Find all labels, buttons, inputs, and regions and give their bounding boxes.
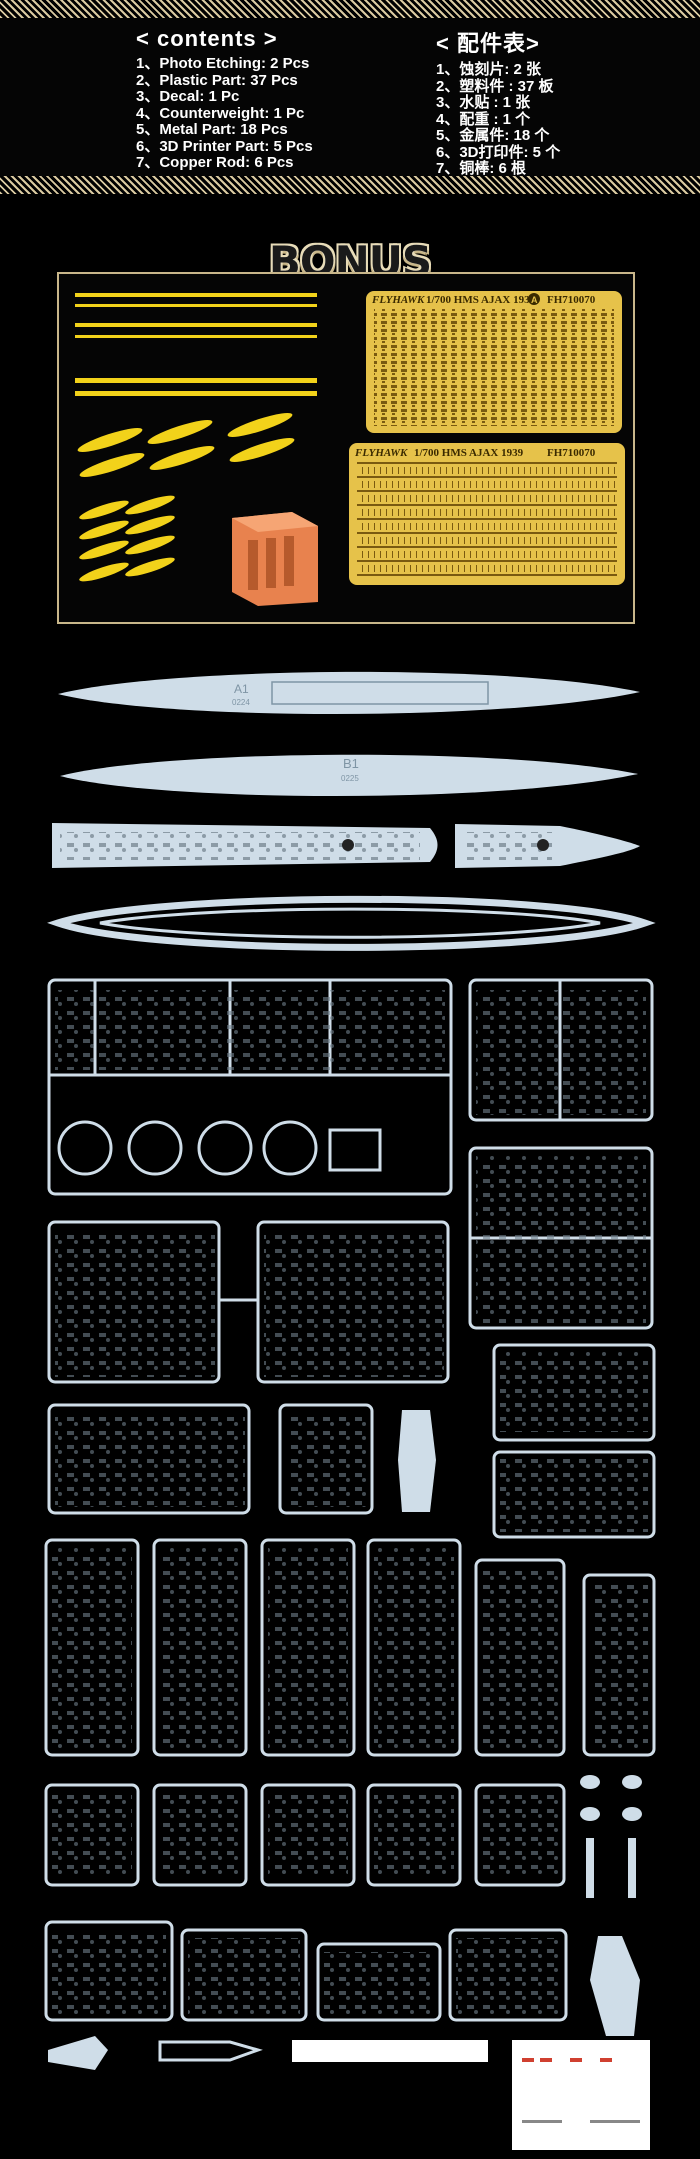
contents-header: < contents > 1、Photo Etching: 2 Pcs 2、Pl…	[0, 0, 700, 194]
contents-item: 7、Copper Rod: 6 Pcs	[136, 154, 294, 171]
pe-title: 1/700 HMS AJAX 1939	[426, 294, 536, 306]
sprue-parts	[188, 1938, 300, 2014]
metal-parts	[77, 413, 295, 582]
sprue-parts	[456, 1938, 560, 2014]
sprue-parts	[268, 1793, 348, 1879]
pe-badge: A	[531, 295, 538, 305]
sprue-parts	[500, 1458, 648, 1532]
sprue-parts	[55, 1232, 215, 1377]
sprue-parts	[52, 1548, 132, 1748]
contents-title-chinese: < 配件表>	[436, 31, 540, 56]
sprue-parts	[160, 1793, 240, 1879]
sprue-parts	[286, 1412, 368, 1507]
sprue-parts	[374, 1548, 454, 1748]
sprue-parts	[52, 1930, 166, 2014]
sprue-frame	[44, 1783, 566, 1887]
sprue-parts	[476, 990, 646, 1115]
pe-code: FH710070	[547, 447, 596, 459]
sprue-parts	[160, 1548, 240, 1748]
contents-list-chinese: < 配件表> 1、蚀刻片: 2 张 2、塑料件 : 37 板 3、水贴 : 1 …	[436, 26, 560, 178]
pe-brand: FLYHAWK	[354, 447, 408, 459]
contents-item: 2、Plastic Part: 37 Pcs	[136, 71, 298, 89]
photo-etch-sheet-b: FLYHAWK 1/700 HMS AJAX 1939 FH710070	[349, 443, 625, 585]
hull-label: B1	[343, 756, 359, 771]
header-stripe-top	[0, 0, 700, 18]
copper-rods	[75, 293, 317, 396]
decal-sheet	[512, 2040, 650, 2150]
bottom-parts	[48, 2036, 650, 2150]
header-stripe-bottom	[0, 176, 700, 194]
hull-frame-part	[46, 895, 656, 951]
sprue-parts	[324, 1952, 434, 2014]
sprue-parts	[476, 1155, 646, 1323]
superstructure-part	[398, 1410, 436, 1512]
contents-title-english: < contents >	[136, 26, 278, 51]
deck-parts	[52, 823, 640, 868]
sprue-frame	[47, 1220, 450, 1384]
sprue-frame	[44, 1538, 656, 1757]
sprue-parts	[482, 1793, 558, 1879]
funnel-part	[590, 1936, 640, 2036]
sprue-parts	[52, 1793, 132, 1879]
contents-item: 6、3D打印件: 5 个	[436, 143, 561, 161]
hull-number: 0224	[232, 698, 250, 707]
pe-title: 1/700 HMS AJAX 1939	[414, 447, 524, 459]
sprue-parts	[374, 1793, 454, 1879]
sprue-frame	[44, 1920, 568, 2022]
sprue-parts	[264, 1232, 444, 1377]
sprue-parts	[55, 1412, 245, 1507]
contents-list-english: < contents > 1、Photo Etching: 2 Pcs 2、Pl…	[136, 26, 313, 172]
metal-fittings	[580, 1775, 642, 1898]
contents-item: 3、Decal: 1 Pc	[136, 88, 240, 105]
contents-item: 5、Metal Part: 18 Pcs	[136, 121, 288, 138]
contents-item: 4、配重 : 1 个	[436, 110, 531, 128]
sprue-parts	[268, 1548, 348, 1748]
counterweight-part	[292, 2040, 488, 2062]
contents-item: 5、金属件: 18 个	[436, 127, 550, 144]
hull-part-b1: B1 0225	[60, 754, 638, 796]
3d-printed-part	[232, 512, 318, 606]
contents-item: 4、Counterweight: 1 Pc	[136, 104, 305, 122]
hull-label: A1	[234, 682, 249, 696]
photo-etch-sheet-a: FLYHAWK 1/700 HMS AJAX 1939 A FH710070	[366, 291, 622, 433]
contents-item: 7、铜棒: 6 根	[436, 160, 527, 177]
contents-item: 6、3D Printer Part: 5 Pcs	[136, 137, 313, 155]
pe-code: FH710070	[547, 294, 596, 306]
contents-item: 3、水贴 : 1 张	[436, 94, 531, 111]
sprue-parts	[55, 990, 445, 1070]
sprue-parts	[500, 1352, 648, 1432]
contents-item: 2、塑料件 : 37 板	[436, 77, 554, 95]
hull-number: 0225	[341, 774, 359, 783]
pe-brand: FLYHAWK	[371, 294, 425, 306]
hull-part-a1: A1 0224	[58, 671, 640, 714]
sprue-frame	[47, 1343, 656, 1539]
sprue-parts	[590, 1582, 648, 1748]
sprue-parts	[482, 1568, 558, 1748]
contents-item: 1、蚀刻片: 2 张	[436, 61, 542, 78]
contents-item: 1、Photo Etching: 2 Pcs	[136, 55, 310, 72]
